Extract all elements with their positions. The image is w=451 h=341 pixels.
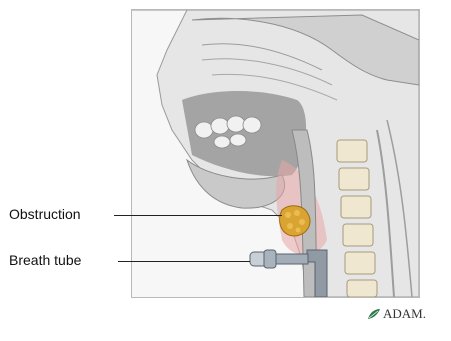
breath-tube-label: Breath tube <box>9 252 81 268</box>
adam-leaf-icon <box>367 308 381 320</box>
adam-logo-text: ADAM. <box>383 306 426 322</box>
obstruction-label: Obstruction <box>9 206 81 222</box>
adam-logo: ADAM. <box>367 306 426 322</box>
breath-tube-leader-line <box>118 261 250 262</box>
anatomy-illustration <box>131 9 420 298</box>
obstruction-leader-line <box>114 215 282 216</box>
obstruction-mass <box>280 206 310 236</box>
breath-tube-shape <box>250 250 327 297</box>
